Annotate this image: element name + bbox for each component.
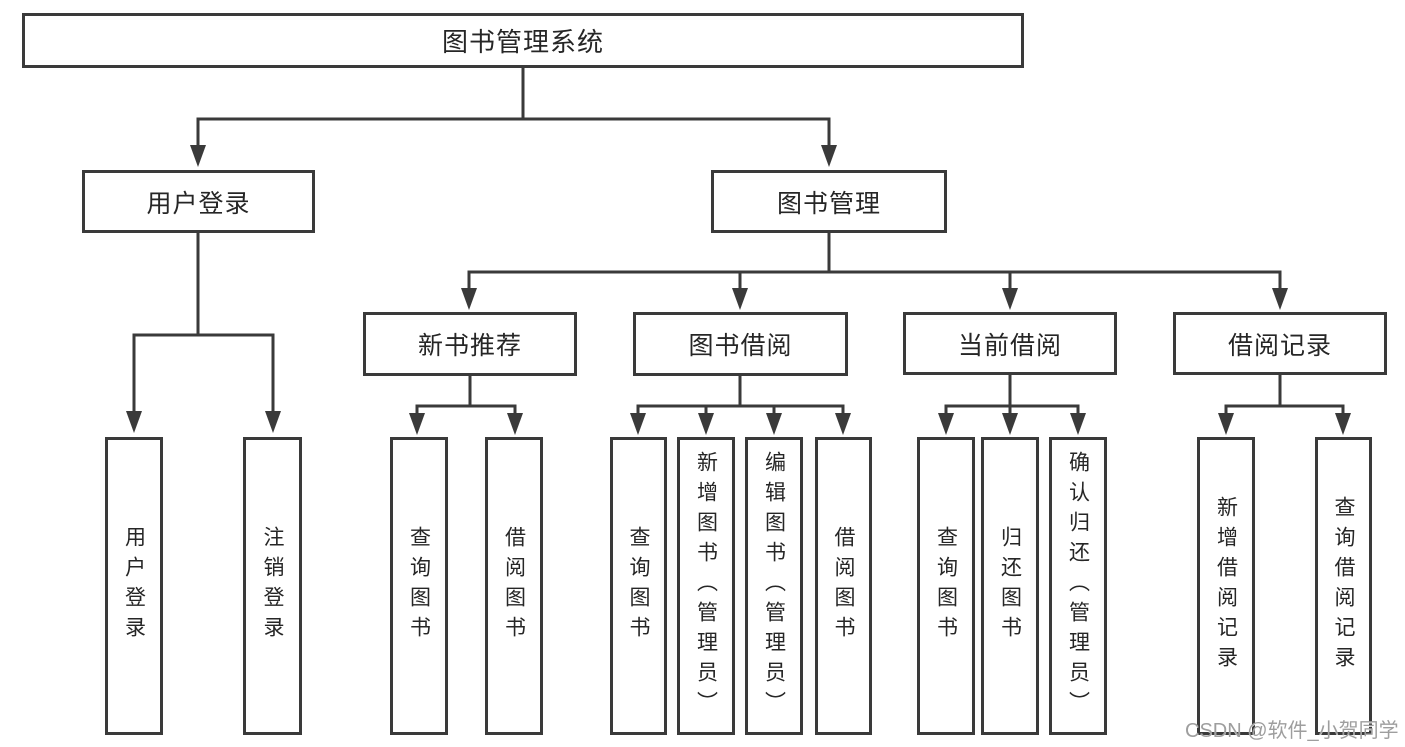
node-label: 图书借阅 xyxy=(688,332,793,360)
node-label: 查询图书 xyxy=(934,526,958,646)
node-book-borrow: 图书借阅 xyxy=(633,312,848,376)
node-current-borrow: 当前借阅 xyxy=(903,312,1117,375)
node-borrow-record: 借阅记录 xyxy=(1173,312,1387,375)
node-label: 查询图书 xyxy=(407,526,431,646)
node-label: 编辑图书（管理员） xyxy=(762,451,786,721)
node-book-management: 图书管理 xyxy=(711,170,947,233)
leaf-query-books: 查询图书 xyxy=(610,437,667,735)
leaf-confirm-return-admin: 确认归还（管理员） xyxy=(1049,437,1107,735)
node-new-book-recommend: 新书推荐 xyxy=(363,312,577,376)
node-label: 当前借阅 xyxy=(957,331,1062,360)
node-label: 用户登录 xyxy=(122,526,146,646)
node-label: 新增图书（管理员） xyxy=(694,451,718,721)
leaf-add-borrow-record: 新增借阅记录 xyxy=(1197,437,1255,735)
node-label: 查询图书 xyxy=(627,526,650,646)
node-label: 新书推荐 xyxy=(417,332,522,360)
node-label: 归还图书 xyxy=(998,526,1022,646)
leaf-query-books: 查询图书 xyxy=(917,437,975,735)
node-label: 借阅图书 xyxy=(832,526,855,646)
node-label: 注销登录 xyxy=(261,526,284,646)
node-label: 图书管理系统 xyxy=(441,27,604,57)
node-label: 借阅图书 xyxy=(502,526,526,646)
node-user-login: 用户登录 xyxy=(82,170,315,233)
node-label: 借阅记录 xyxy=(1227,331,1332,360)
node-label: 确认归还（管理员） xyxy=(1066,451,1090,721)
leaf-add-books-admin: 新增图书（管理员） xyxy=(677,437,735,735)
leaf-query-borrow-record: 查询借阅记录 xyxy=(1315,437,1372,735)
leaf-query-books: 查询图书 xyxy=(390,437,448,735)
leaf-edit-books-admin: 编辑图书（管理员） xyxy=(745,437,803,735)
arrowhead-icons xyxy=(126,145,1351,435)
node-label: 查询借阅记录 xyxy=(1332,496,1355,676)
node-label: 新增借阅记录 xyxy=(1214,496,1238,676)
leaf-borrow-books: 借阅图书 xyxy=(815,437,872,735)
leaf-return-books: 归还图书 xyxy=(981,437,1039,735)
node-library-management-system: 图书管理系统 xyxy=(22,13,1024,68)
node-label: 用户登录 xyxy=(146,189,251,218)
leaf-borrow-books: 借阅图书 xyxy=(485,437,543,735)
node-label: 图书管理 xyxy=(776,189,881,218)
leaf-user-login: 用户登录 xyxy=(105,437,163,735)
leaf-logout: 注销登录 xyxy=(243,437,302,735)
watermark: CSDN @软件_小贺同学 xyxy=(1185,720,1399,742)
